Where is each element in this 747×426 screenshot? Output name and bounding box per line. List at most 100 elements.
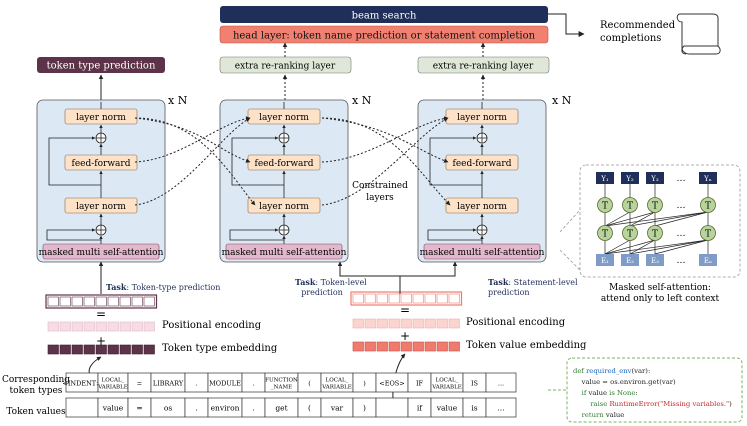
- masked-attention: masked multi self-attention: [420, 243, 545, 260]
- repeat-label: x N: [168, 94, 188, 107]
- svg-text:layer norm: layer norm: [259, 113, 309, 123]
- masked-attention: masked multi self-attention: [39, 243, 164, 260]
- svg-text:<INDENT>: <INDENT>: [62, 380, 101, 388]
- hidden-node: T: [700, 197, 716, 213]
- svg-text:feed-forward: feed-forward: [255, 159, 314, 169]
- svg-text:value: value: [436, 404, 458, 413]
- input-node: Eₙ: [699, 254, 717, 266]
- beam-search-label: beam search: [352, 11, 417, 22]
- layer-norm: layer norm: [247, 108, 321, 125]
- hidden-node: T: [647, 225, 663, 241]
- svg-text:E₁: E₁: [601, 257, 609, 265]
- svg-text:get: get: [275, 404, 287, 413]
- task-right: Task: Statement-level prediction: [488, 277, 578, 297]
- layer-norm: layer norm: [247, 197, 321, 214]
- positional-encoding-strip: [352, 318, 460, 329]
- code-line: return value: [573, 411, 624, 419]
- token-type-embedding-label: Token type embedding: [162, 343, 278, 354]
- output-node: Y₁: [596, 172, 614, 184]
- token-type-cell: LIBRARY: [150, 372, 186, 393]
- svg-text:masked multi self-attention: masked multi self-attention: [39, 248, 164, 258]
- svg-text:VARIABLE: VARIABLE: [431, 385, 462, 391]
- feed-forward: feed-forward: [64, 154, 138, 171]
- svg-text:feed-forward: feed-forward: [72, 159, 131, 169]
- plus-sign: +: [96, 334, 106, 348]
- token-type-cell: FUNCTION_NAME: [264, 372, 299, 393]
- code-box: [566, 357, 743, 423]
- token-type-cell: =: [127, 372, 152, 393]
- svg-text:masked multi self-attention: masked multi self-attention: [420, 248, 545, 258]
- recommended-line-1: Recommended: [600, 20, 676, 31]
- head-layer-label: head layer: token name prediction or sta…: [233, 31, 536, 42]
- recommended-completions: Recommended completions: [600, 20, 676, 44]
- token-type-prediction-box: token type prediction: [37, 57, 165, 73]
- output-arrow: [548, 13, 585, 37]
- svg-text:os: os: [164, 404, 173, 413]
- token-type-cell: .: [241, 372, 266, 393]
- svg-text:prediction: prediction: [301, 288, 343, 297]
- residual-add-icon: [95, 132, 107, 144]
- svg-text:if: if: [417, 404, 423, 413]
- token-value-cell: .: [184, 397, 209, 418]
- svg-text:IF: IF: [416, 380, 424, 388]
- svg-text:Y₁: Y₁: [600, 175, 609, 183]
- type-output-strip: [45, 294, 158, 309]
- output-node: Y₃: [646, 172, 664, 184]
- svg-text:...: ...: [498, 380, 504, 388]
- token-type-cell: ...: [485, 372, 517, 393]
- token-type-cell: MODULE: [207, 372, 243, 393]
- output-node: Yₙ: [699, 172, 717, 184]
- row1-label-1: Corresponding: [2, 375, 70, 385]
- ellipsis: …: [677, 201, 686, 211]
- value-to-embedding-arrow: [392, 353, 406, 399]
- svg-text:): ): [363, 404, 366, 413]
- ellipsis: …: [677, 174, 686, 184]
- scroll-icon: [676, 13, 721, 55]
- code-line: def required_env(var):: [573, 367, 650, 375]
- rerank-layer-middle: extra re-ranking layer: [219, 56, 352, 74]
- svg-text:T: T: [627, 202, 633, 212]
- input-node: E₂: [621, 254, 639, 266]
- masked-attention: masked multi self-attention: [222, 243, 347, 260]
- svg-text:T: T: [602, 202, 608, 212]
- svg-text:value: value: [102, 404, 124, 413]
- token-value-cell: if: [407, 397, 432, 418]
- token-value-cell: os: [150, 397, 186, 418]
- residual-add-icon: [476, 132, 488, 144]
- svg-text:extra re-ranking layer: extra re-ranking layer: [433, 62, 534, 72]
- token-value-cell: .: [241, 397, 266, 418]
- token-value-cell: value: [430, 397, 464, 418]
- svg-text:FUNCTION: FUNCTION: [265, 378, 298, 384]
- svg-text:T: T: [705, 230, 711, 240]
- svg-text:token type prediction: token type prediction: [47, 61, 156, 72]
- constrained-connections: [134, 116, 451, 206]
- token-value-cell: [375, 397, 409, 418]
- hidden-node: T: [700, 225, 716, 241]
- token-type-cell: IS: [462, 372, 487, 393]
- svg-text:T: T: [705, 202, 711, 212]
- svg-text:var: var: [330, 404, 344, 413]
- svg-text:Yₙ: Yₙ: [703, 175, 712, 183]
- svg-text:.: .: [195, 380, 197, 388]
- token-value-cell: (: [297, 397, 322, 418]
- rerank-layer-right: extra re-ranking layer: [417, 56, 550, 74]
- token-value-cell: get: [264, 397, 299, 418]
- svg-text:Eₙ: Eₙ: [704, 257, 712, 265]
- input-node: E₃: [646, 254, 664, 266]
- positional-encoding-label: Positional encoding: [162, 320, 262, 331]
- svg-text:prediction: prediction: [488, 288, 530, 297]
- positional-encoding-strip: [47, 321, 155, 332]
- layer-norm: layer norm: [64, 108, 138, 125]
- residual-add-icon: [95, 224, 107, 236]
- svg-text:LOCAL_: LOCAL_: [102, 378, 125, 384]
- token-value-cell: environ: [207, 397, 243, 418]
- value-output-strip: [350, 291, 463, 306]
- svg-text:Y₃: Y₃: [650, 175, 659, 183]
- ellipsis: …: [677, 256, 686, 266]
- head-layer-box: head layer: token name prediction or sta…: [219, 25, 549, 44]
- token-type-cell: LOCAL_VARIABLE: [97, 372, 129, 393]
- token-value-embedding-strip: [352, 341, 460, 352]
